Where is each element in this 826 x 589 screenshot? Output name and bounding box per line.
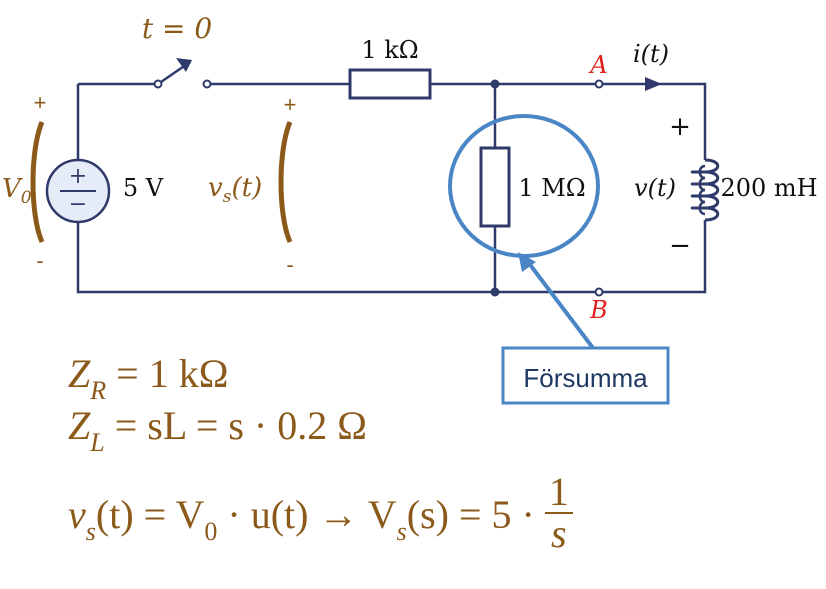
equation-zr: ZR = 1 kΩ — [68, 350, 229, 405]
eq-zl-sub: L — [90, 428, 105, 457]
current-label: i(t) — [633, 40, 669, 68]
resistor-series-label: 1 kΩ — [361, 36, 418, 64]
v0-bracket — [30, 121, 45, 244]
eq-zr-sub: R — [90, 376, 107, 405]
eq-vs-subs: s — [396, 517, 407, 547]
callout-text: Försumma — [523, 363, 648, 393]
output-minus: − — [669, 231, 691, 261]
callout-box — [501, 346, 670, 405]
eq-zl-symbol: Z — [68, 403, 91, 448]
source-plus: + — [69, 164, 87, 189]
switch-contact-left — [153, 79, 163, 89]
equation-zl: ZL = sL = s · 0.2 Ω — [68, 402, 367, 457]
inductor-label: 200 mH — [720, 174, 817, 202]
eq-vs-denominator: s — [551, 511, 567, 556]
eq-zr-symbol: Z — [68, 351, 91, 396]
callout-pointer — [526, 260, 595, 350]
switch-contact-right — [202, 79, 212, 89]
node-b-label: B — [589, 296, 608, 324]
resistor-parallel-label: 1 MΩ — [518, 174, 585, 202]
switch — [153, 58, 212, 89]
v0-minus: - — [36, 248, 43, 273]
terminal-a — [594, 79, 604, 89]
junction-dot-bottom — [490, 287, 500, 297]
vs-bracket — [278, 121, 293, 244]
v0-plus: + — [34, 90, 47, 115]
resistor-parallel — [479, 146, 511, 228]
wire-inductor-to-b — [602, 220, 707, 294]
eq-zl-rhs: = sL = s · 0.2 Ω — [104, 403, 367, 448]
switch-arrow-icon — [176, 58, 192, 72]
vs-minus: - — [286, 252, 293, 277]
eq-zr-rhs: = 1 kΩ — [106, 351, 229, 396]
eq-vs-symbol: v — [68, 492, 86, 538]
source-value-label: 5 V — [123, 174, 164, 202]
inductor-icon — [690, 158, 720, 222]
eq-vs-sub: s — [85, 517, 96, 547]
junction-dot-top — [490, 79, 500, 89]
callout-arrow-icon — [518, 252, 536, 272]
terminal-b — [594, 287, 604, 297]
source-minus: − — [69, 192, 87, 217]
eq-vs-part3: (s) = 5 · — [406, 492, 545, 538]
current-arrow-icon — [645, 77, 662, 91]
wire-a-to-inductor — [602, 82, 707, 160]
eq-vs-part2: · u(t) → V — [217, 492, 397, 538]
output-plus: + — [669, 112, 691, 142]
node-a-label: A — [588, 51, 607, 79]
eq-vs-part1: (t) = V — [95, 492, 205, 538]
eq-vs-numerator: 1 — [544, 472, 573, 514]
wire-bottom — [76, 222, 598, 294]
eq-vs-sub0: 0 — [204, 517, 218, 547]
v0-label: V0 — [2, 174, 32, 208]
resistor-series — [348, 68, 432, 100]
switch-time-label: t = 0 — [142, 12, 212, 45]
wires — [76, 82, 707, 294]
output-voltage-label: v(t) — [634, 174, 676, 202]
vs-plus: + — [284, 92, 297, 117]
vs-label: vs(t) — [208, 173, 262, 207]
